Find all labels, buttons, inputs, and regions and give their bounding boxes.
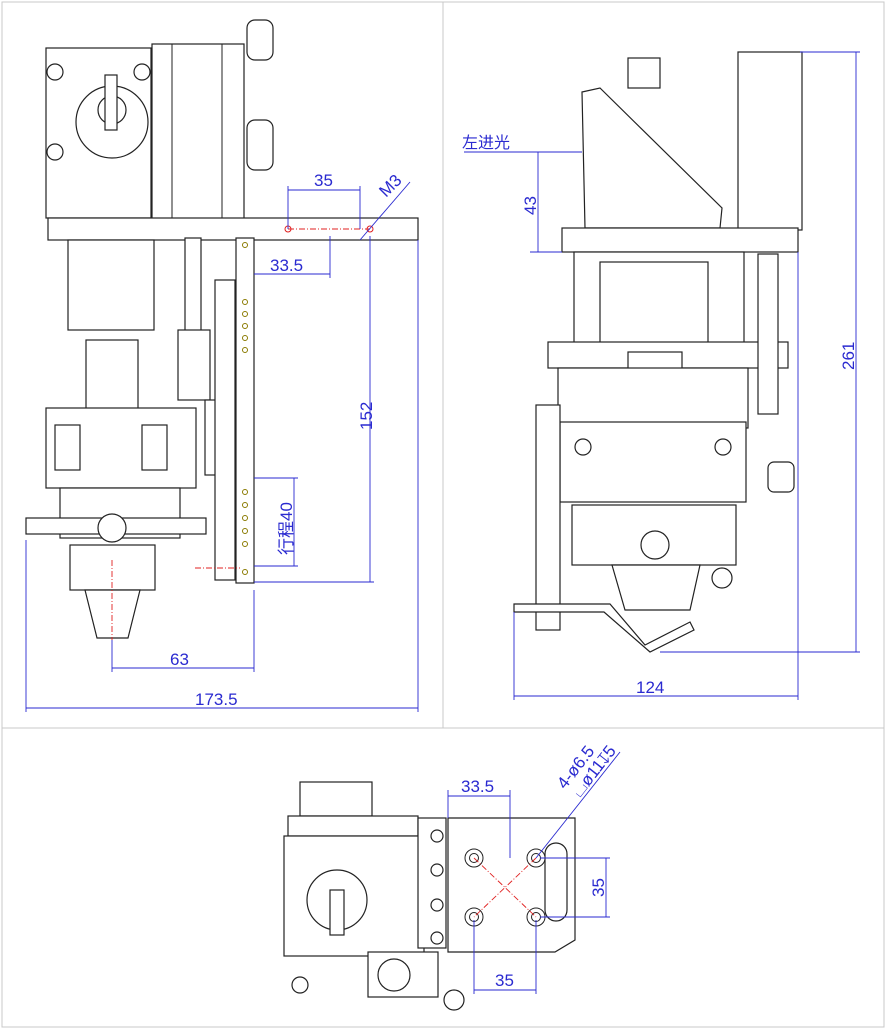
dim-width: 124 (636, 678, 664, 697)
front-view: 35 M3 33.5 152 行程40 63 173.5 (25, 19, 419, 712)
side-view: 左进光 43 261 124 (462, 51, 860, 700)
dim-horizontal-spacing: 35 (495, 971, 514, 990)
bottom-view: 33.5 4-ø6.5 ⌴ø11↧5 35 35 (283, 742, 621, 1011)
dim-slot-offset: 33.5 (270, 256, 303, 275)
dim-vertical-spacing: 35 (589, 878, 608, 897)
dim-entry-height: 43 (521, 196, 540, 215)
dim-thread: M3 (375, 171, 405, 201)
dim-top-offset: 35 (314, 171, 333, 190)
dim-height: 152 (357, 402, 376, 430)
dim-hole-offset: 33.5 (461, 777, 494, 796)
dim-total-height: 261 (839, 342, 858, 370)
dim-total-width: 173.5 (195, 690, 238, 709)
dim-stroke: 行程40 (277, 502, 296, 555)
dim-entry-label: 左进光 (462, 133, 510, 152)
dim-nozzle-offset: 63 (170, 650, 189, 669)
